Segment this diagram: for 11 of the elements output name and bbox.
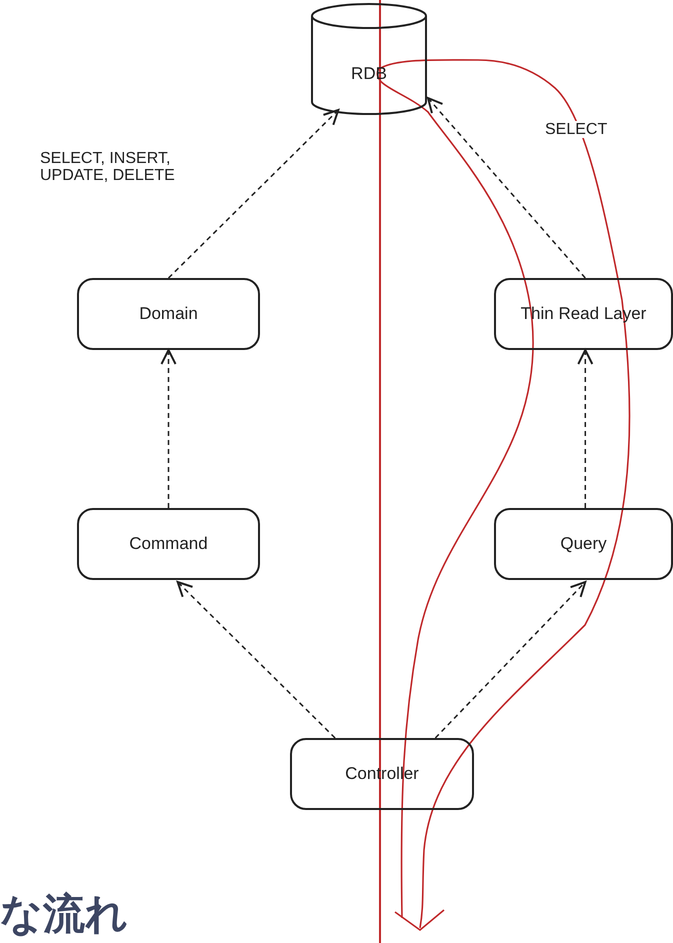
process-box: Command — [77, 508, 260, 580]
dashed-arrow — [160, 349, 176, 508]
dashed-arrow — [427, 97, 586, 278]
dashed-arrow — [176, 581, 336, 739]
dashed-arrow — [168, 109, 340, 279]
heading-text: な流れ — [0, 890, 128, 938]
process-box: Query — [494, 508, 673, 580]
process-box: Domain — [77, 278, 260, 350]
dashed-arrow — [434, 581, 586, 739]
dashed-arrow — [577, 349, 594, 508]
database-cylinder — [310, 2, 428, 116]
